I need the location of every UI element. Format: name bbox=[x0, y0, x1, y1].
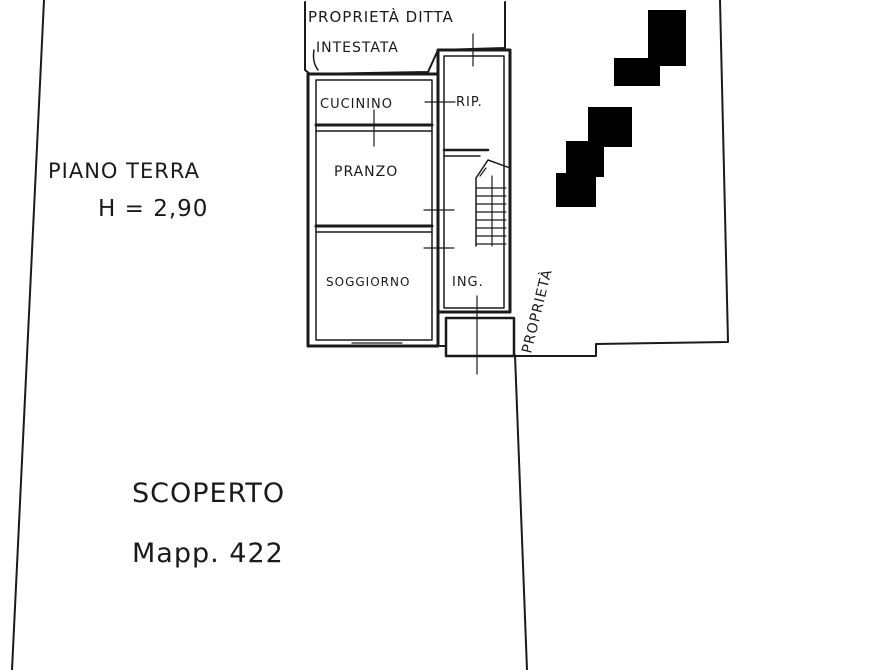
neighbor-property-outline bbox=[514, 0, 729, 357]
ceiling-height: H = 2,90 bbox=[98, 196, 208, 222]
yard-label: SCOPERTO bbox=[132, 478, 285, 509]
lot-boundary-lines bbox=[11, 0, 528, 670]
door-markers bbox=[351, 33, 478, 375]
neighbor-property-label: PROPRIETÀ bbox=[518, 267, 555, 355]
redaction-block bbox=[614, 58, 660, 86]
redaction-block bbox=[566, 141, 604, 177]
room-kitchenette: CUCININO bbox=[320, 97, 393, 112]
plan-labels: PIANO TERRA H = 2,90 PROPRIETÀ DITTA INT… bbox=[48, 7, 556, 569]
room-dining: PRANZO bbox=[334, 164, 398, 180]
room-storage: RIP. bbox=[456, 95, 483, 110]
room-living: SOGGIORNO bbox=[326, 275, 410, 289]
floor-title: PIANO TERRA bbox=[48, 159, 200, 183]
owner-label-line2: INTESTATA bbox=[316, 40, 399, 56]
redaction-block bbox=[588, 107, 632, 147]
parcel-number: Mapp. 422 bbox=[132, 538, 284, 569]
staircase bbox=[475, 159, 511, 247]
redaction-marks bbox=[556, 10, 686, 207]
redaction-block bbox=[648, 10, 686, 66]
redaction-block bbox=[556, 173, 596, 207]
room-entrance: ING. bbox=[452, 275, 484, 290]
owner-label-line1: PROPRIETÀ DITTA bbox=[308, 7, 454, 26]
